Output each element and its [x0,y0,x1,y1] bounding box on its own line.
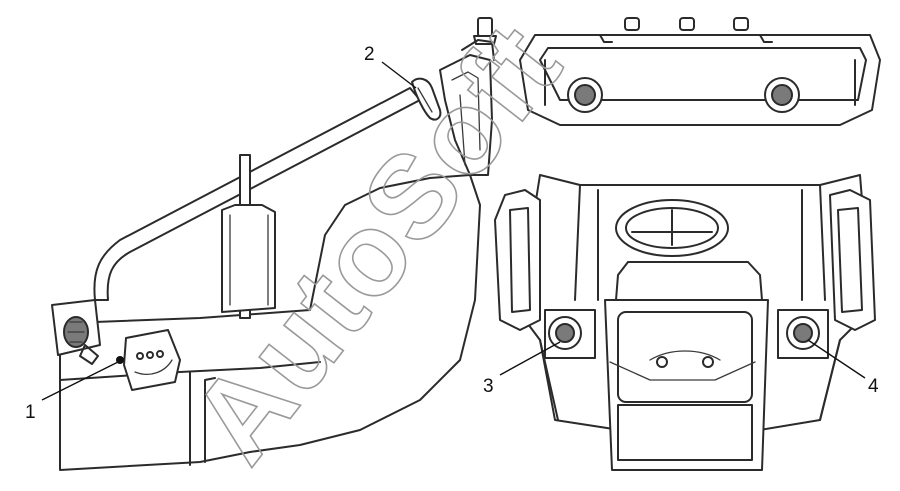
callout-4: 4 [868,376,879,397]
socket-pin-a [136,352,144,360]
callout-2-leader [381,61,417,89]
rear-tow-plate [617,404,753,461]
callout-1: 1 [25,402,36,423]
right-handrail [829,189,876,331]
hitch-cable [649,350,721,361]
rear-lamp-right-lens [793,323,813,343]
callout-3-group: 3 [483,341,561,397]
fuel-tank-ribs [229,214,269,306]
seat [615,261,763,301]
fuel-tank [221,204,276,313]
roof-lamp-right [733,17,749,31]
cabin-rear-post-detail [451,71,481,166]
callout-1-group: 1 [25,361,119,423]
callout-4-leader [807,339,866,379]
right-view-tractor-rear [494,17,881,471]
socket-plate [123,329,181,391]
lamp-bracket [79,344,99,365]
roof-work-light-left-lens [574,84,596,106]
roof-lamp-left [624,17,640,31]
left-handrail-inner [509,207,531,313]
right-handrail-inner [837,207,863,313]
callout-2-group: 2 [364,44,417,89]
steering-spokes [631,209,713,246]
rear-lamp-left-lens [555,323,575,343]
hitch-chain [609,361,756,381]
roof-work-light-right-lens [771,84,793,106]
hitch-pin-right [702,356,714,368]
rear-fender [59,174,481,471]
socket-wire [134,359,173,375]
callout-1-leader [41,361,119,401]
steering-wheel-inner [625,207,719,249]
roof-lamp-mid [679,17,695,31]
cabin-roof-inner [539,47,867,101]
hitch-pin-left [656,356,668,368]
left-view-tractor-side [51,17,497,471]
mirror-arm [93,87,421,301]
roof-handles [599,34,773,43]
socket-pin-b [146,351,154,359]
fender-sides [539,339,841,421]
body-lower-edge [59,361,321,381]
rear-lamp-grille [67,321,85,343]
callout-3-leader [499,341,561,376]
cabin-roof-sides [544,59,856,106]
callout-3: 3 [483,376,494,397]
cabin-rear-post [439,54,493,176]
callout-4-group: 4 [807,339,879,397]
roof-beacon-base [473,35,497,45]
side-mirror-glass-line [417,87,433,113]
rear-tow-window [617,311,753,403]
socket-pin-c [156,350,164,358]
callout-2: 2 [364,44,375,65]
cabin-top [461,39,495,61]
left-handrail [494,189,541,331]
body-side-panel [189,371,216,466]
cabin-inner-pillars [597,189,803,301]
cabin-pillars [574,184,826,301]
